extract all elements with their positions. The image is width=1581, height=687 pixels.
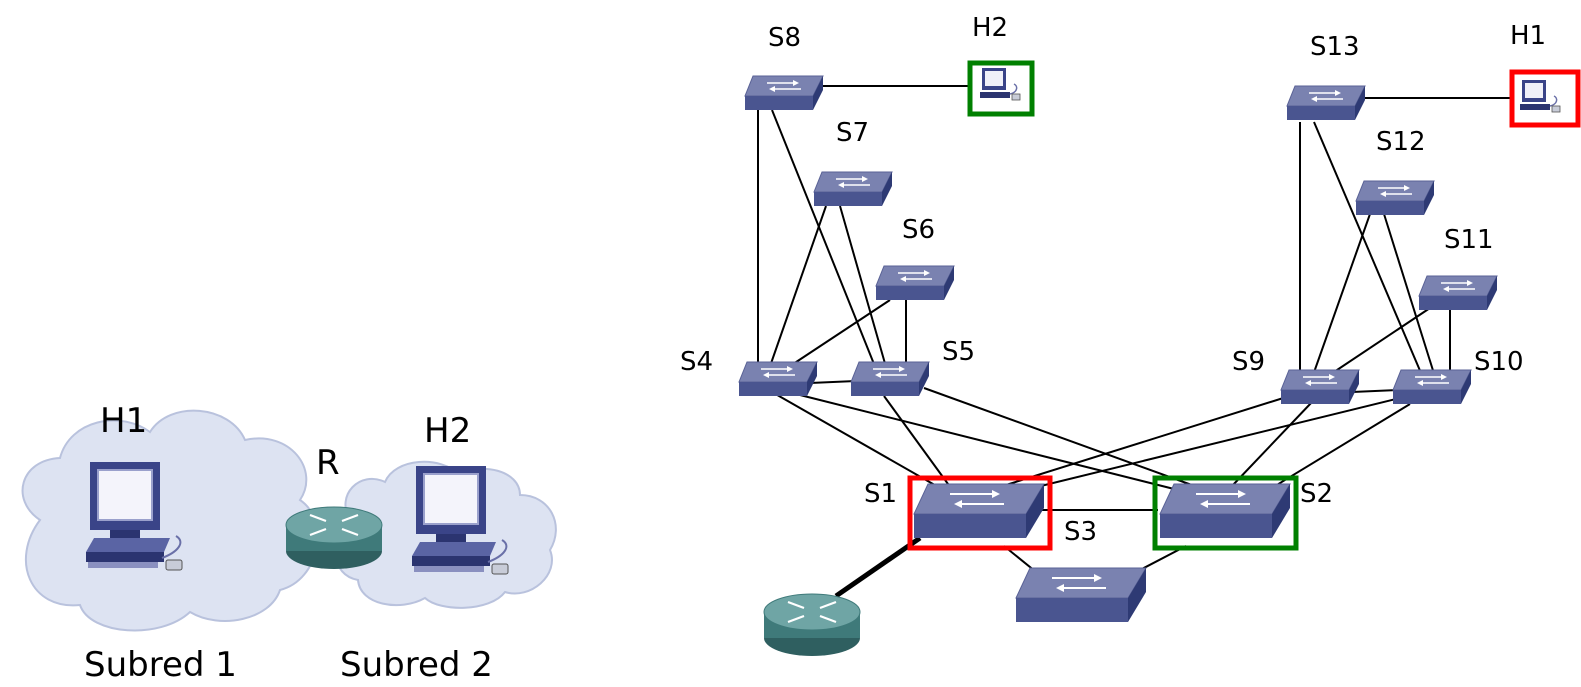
link-s5-s2 [923, 387, 1201, 489]
label-s12: S12 [1376, 127, 1426, 157]
link-s4-s5 [809, 380, 857, 384]
router-icon [284, 505, 384, 571]
link-s5-s1 [883, 395, 949, 485]
link-s9-s10 [1351, 389, 1399, 393]
label-subred1: Subred 1 [84, 645, 237, 685]
link-s1-router [834, 535, 922, 599]
link-s4-s1 [771, 391, 941, 489]
switch-s5-icon [850, 361, 930, 397]
link-s4-s2 [795, 393, 1187, 493]
left-topology: H1 H2 R Subred 1 Subred 2 [21, 401, 557, 685]
link-s8-s5 [771, 109, 879, 375]
right-topology: S8 H2 S7 S6 S4 S5 S13 H1 S12 S11 S9 S10 … [680, 13, 1581, 658]
gateway-router-icon [762, 592, 862, 658]
host-h1-computer-icon-right [1519, 79, 1561, 113]
label-s13: S13 [1310, 32, 1360, 62]
link-s10-s1 [999, 397, 1401, 497]
link-s13-s10 [1313, 121, 1425, 381]
label-subred2: Subred 2 [340, 645, 493, 685]
host-h2-computer-icon-right [979, 67, 1021, 101]
link-s7-s4 [767, 205, 827, 373]
link-s12-s10 [1383, 213, 1437, 381]
label-h1: H1 [100, 401, 147, 441]
switch-s8-icon [744, 75, 824, 111]
switch-s7-icon [813, 171, 893, 207]
highlight-h2 [967, 60, 1035, 117]
link-s9-s2 [1231, 401, 1313, 487]
switch-s4-icon [738, 361, 818, 397]
highlight-h1 [1509, 69, 1581, 128]
label-router: R [316, 443, 340, 483]
highlight-s1 [907, 475, 1053, 551]
label-s3: S3 [1064, 517, 1097, 547]
switch-s13-icon [1286, 85, 1366, 121]
label-h2: H2 [424, 411, 471, 451]
label-h2-right: H2 [972, 13, 1008, 43]
label-s5: S5 [942, 337, 975, 367]
switch-s3-icon [1015, 567, 1147, 623]
label-s8: S8 [768, 23, 801, 53]
label-s4: S4 [680, 347, 713, 377]
switch-s6-icon [875, 265, 955, 301]
label-s1: S1 [864, 479, 897, 509]
cloud-subred1 [21, 409, 319, 632]
switch-s12-icon [1355, 180, 1435, 216]
label-h1-right: H1 [1510, 21, 1546, 51]
link-s7-s5 [839, 205, 889, 375]
label-s9: S9 [1232, 347, 1265, 377]
link-s12-s9 [1311, 213, 1371, 379]
label-s6: S6 [902, 215, 935, 245]
label-s10: S10 [1474, 347, 1524, 377]
switch-s9-icon [1280, 369, 1360, 405]
link-s11-s9 [1321, 307, 1431, 381]
switch-s10-icon [1392, 369, 1472, 405]
links [757, 85, 1512, 599]
switch-s1-icon [913, 483, 1045, 539]
label-s11: S11 [1444, 225, 1494, 255]
link-s9-s1 [989, 393, 1297, 491]
highlight-s2 [1152, 475, 1299, 551]
switch-s2-icon [1159, 483, 1291, 539]
switch-s11-icon [1418, 275, 1498, 311]
label-s7: S7 [836, 118, 869, 148]
label-s2: S2 [1300, 479, 1333, 509]
